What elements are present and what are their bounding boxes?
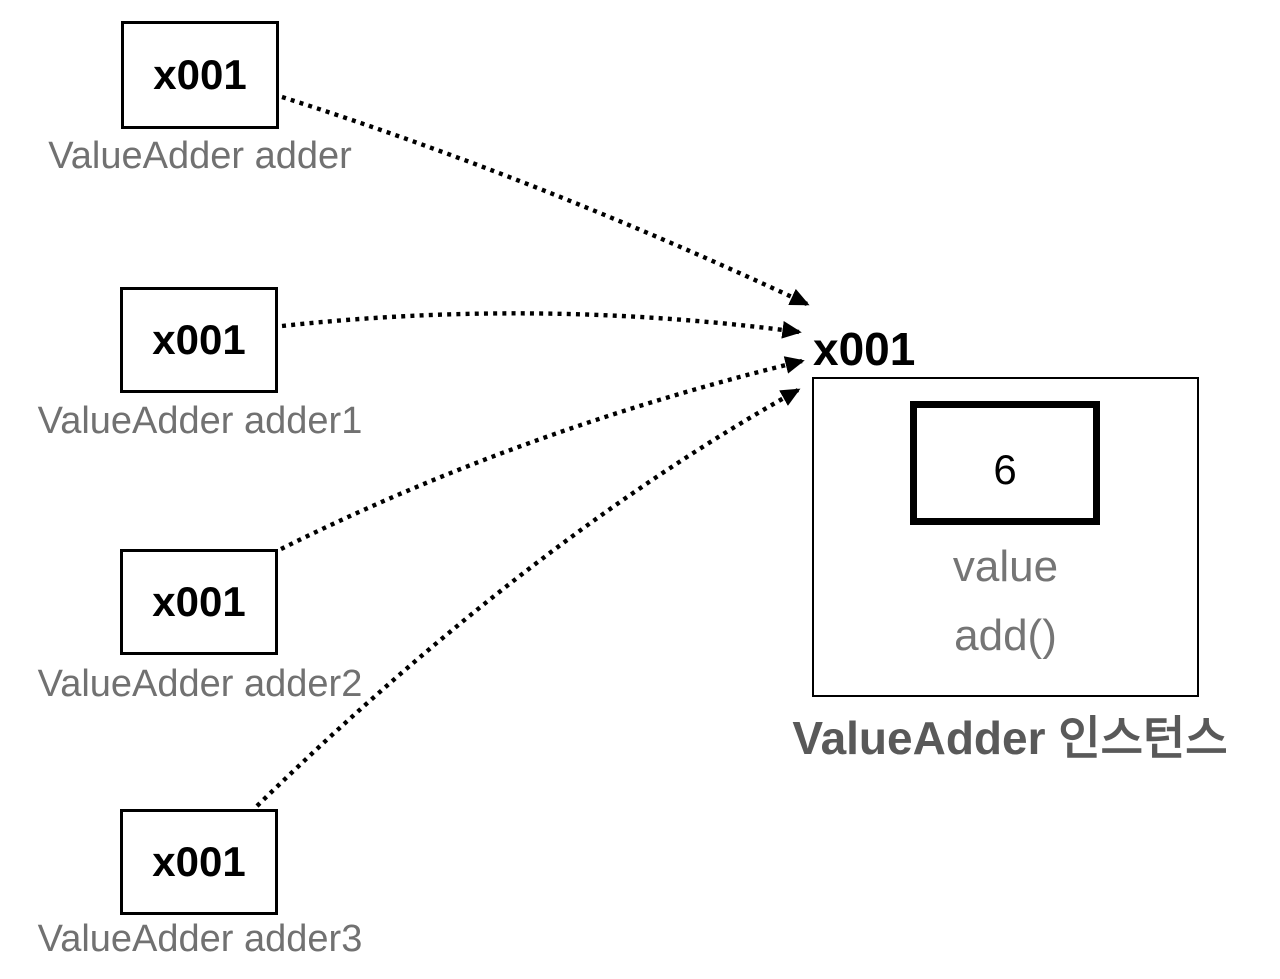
address-label: x001 bbox=[152, 838, 246, 885]
arrow-adder1-to-instance bbox=[281, 311, 802, 339]
member-label-add: add() bbox=[954, 611, 1057, 660]
reference-box-adder: x001 bbox=[121, 21, 279, 129]
reference-caption-adder1: ValueAdder adder1 bbox=[37, 400, 363, 442]
reference-caption-adder2: ValueAdder adder2 bbox=[37, 663, 363, 705]
instance-box bbox=[812, 377, 1199, 697]
arrow-adder2-to-instance bbox=[280, 356, 805, 551]
address-label: x001 bbox=[152, 578, 246, 625]
address-label: x001 bbox=[152, 316, 246, 363]
reference-box-adder3: x001 bbox=[120, 809, 278, 915]
value-field-content: 6 bbox=[993, 446, 1017, 493]
reference-caption-adder3: ValueAdder adder3 bbox=[37, 918, 363, 960]
instance-address-label: x001 bbox=[813, 323, 916, 375]
value-field-box: 6 bbox=[910, 401, 1100, 525]
reference-box-adder2: x001 bbox=[120, 549, 278, 655]
reference-caption-adder: ValueAdder adder bbox=[48, 135, 352, 177]
arrow-adder3-to-instance bbox=[255, 388, 801, 808]
reference-box-adder1: x001 bbox=[120, 287, 278, 393]
member-label-value: value bbox=[952, 542, 1059, 591]
arrow-adder-to-instance bbox=[281, 94, 810, 306]
address-label: x001 bbox=[153, 51, 247, 98]
instance-caption: ValueAdder 인스턴스 bbox=[792, 712, 1228, 764]
